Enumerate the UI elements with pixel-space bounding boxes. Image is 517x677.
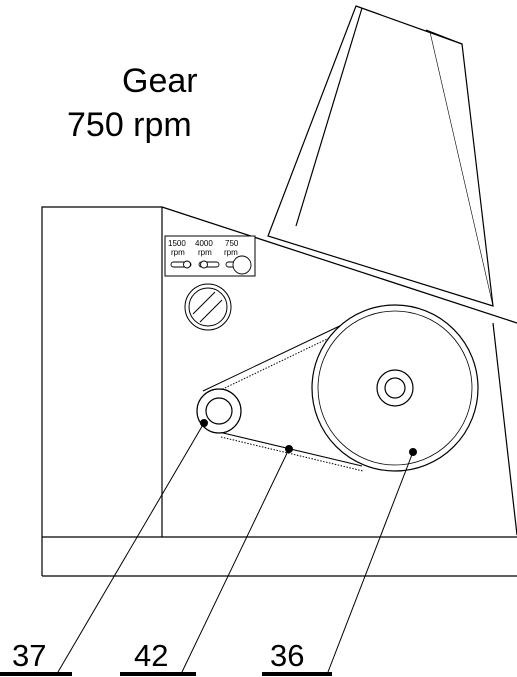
slotted-cap-icon: [184, 283, 232, 331]
callout-42-underline: [120, 672, 196, 676]
leader-lines: [57, 419, 417, 673]
title-line-1: Gear: [122, 62, 198, 100]
callout-36-underline: [262, 672, 332, 676]
callout-36-label: 36: [270, 638, 305, 673]
speed-option-750-value: 750: [225, 239, 239, 248]
speed-option-1500-unit: rpm: [171, 248, 185, 257]
machine-body: [41, 206, 517, 577]
speed-option-4000-value: 4000: [195, 239, 213, 248]
small-pulley: [196, 388, 242, 434]
speed-selector-panel: 1500 rpm 4000 rpm 750 rpm: [164, 235, 256, 277]
callout-37-underline: [0, 672, 72, 676]
speed-option-750-unit: rpm: [224, 248, 238, 257]
title-line-2: 750 rpm: [67, 106, 192, 144]
speed-option-4000-unit: rpm: [198, 248, 212, 257]
callout-37-label: 37: [12, 638, 47, 673]
speed-option-1500-value: 1500: [168, 239, 186, 248]
large-pulley: [311, 304, 479, 472]
speed-knob-icon: [232, 255, 252, 275]
callout-42-label: 42: [134, 638, 169, 673]
upper-housing: [267, 5, 494, 307]
